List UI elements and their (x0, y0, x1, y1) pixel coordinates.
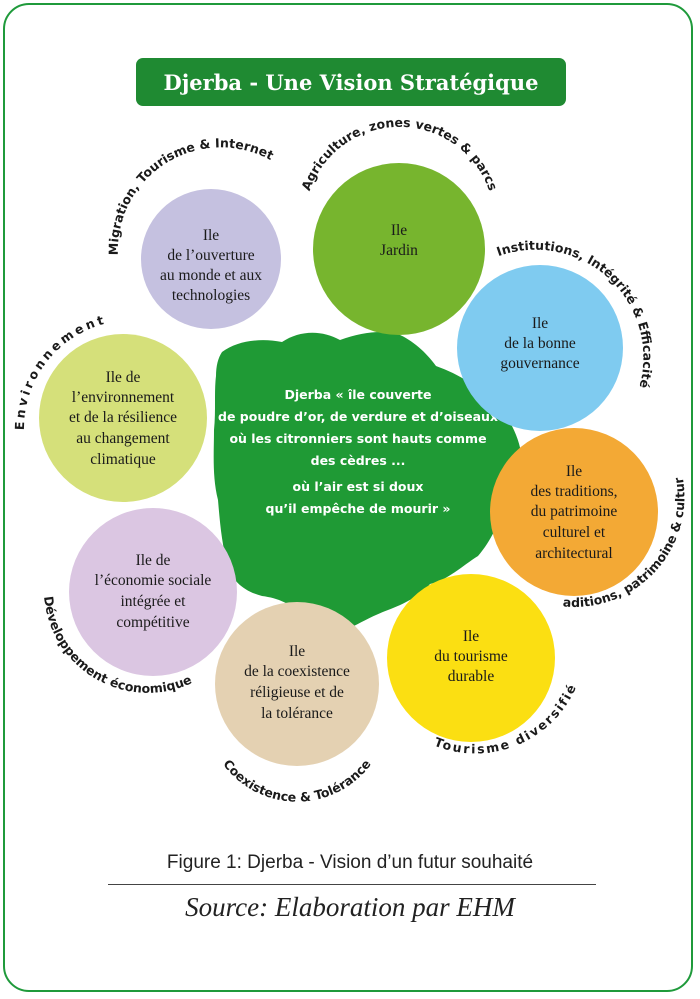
circle-environnement-text: climatique (90, 451, 156, 468)
diagram-title-text: Djerba - Une Vision Stratégique (163, 69, 539, 95)
circle-gouvernance-text: de la bonne (504, 335, 576, 352)
circle-economie-text: intégrée et (121, 593, 187, 610)
circle-tourisme: Ile du tourisme durable Tourisme diversi… (387, 574, 578, 757)
circle-traditions-disc (490, 428, 658, 596)
circle-coexistence-disc (215, 602, 379, 766)
circle-tourisme-text: du tourisme (434, 648, 508, 665)
circle-ouverture: Ile de l’ouverture au monde et aux techn… (106, 135, 281, 329)
circle-environnement-text: au changement (76, 430, 170, 447)
island-shape (213, 332, 522, 628)
page-frame (3, 3, 693, 992)
circle-environnement-text: l’environnement (72, 389, 175, 406)
circle-traditions-text: du patrimoine (531, 503, 618, 520)
circle-gouvernance-text: gouvernance (500, 355, 579, 372)
circle-jardin-text: Jardin (380, 242, 418, 259)
circle-traditions-text: culturel et (543, 524, 606, 541)
center-quote-line: de poudre d’or, de verdure et d’oiseaux (218, 409, 498, 424)
circle-gouvernance-disc (457, 265, 623, 431)
diagram-title: Djerba - Une Vision Stratégique (136, 58, 566, 106)
circle-tourisme-disc (387, 574, 555, 742)
circle-economie-text: compétitive (116, 614, 189, 631)
circle-coexistence-text: réligieuse et de (250, 684, 344, 701)
circle-gouvernance-text: Ile (532, 315, 548, 332)
center-quote: Djerba « île couverte de poudre d’or, de… (218, 387, 498, 516)
circle-ouverture-text: au monde et aux (160, 267, 262, 284)
circle-environnement-text: Ile de (106, 369, 141, 386)
circle-jardin-text: Ile (391, 222, 407, 239)
center-quote-line: des cèdres ... (311, 453, 406, 468)
center-quote-line: où les citronniers sont hauts comme (229, 431, 486, 446)
circle-coexistence-text: de la coexistence (244, 663, 350, 680)
circle-economie-text: l’économie sociale (95, 572, 212, 589)
circle-traditions-text: des traditions, (531, 483, 618, 500)
circle-ouverture-text: de l’ouverture (167, 247, 254, 264)
circle-tourisme-text: Ile (463, 628, 479, 645)
circle-gouvernance: Ile de la bonne gouvernance Institutions… (457, 238, 655, 431)
figure-caption: Figure 1: Djerba - Vision d’un futur sou… (166, 852, 534, 873)
circle-tourisme-text: durable (448, 668, 495, 685)
circle-jardin: Ile Jardin Agriculture, zones vertes & p… (298, 115, 501, 335)
circle-ouverture-text: technologies (172, 287, 250, 304)
circle-environnement-disc (39, 334, 207, 502)
circle-coexistence-text: Ile (289, 643, 305, 660)
circle-coexistence: Ile de la coexistence réligieuse et de l… (215, 602, 379, 805)
circle-economie-text: Ile de (136, 552, 171, 569)
figure-source: Source: Elaboration par EHM (185, 892, 515, 922)
circle-traditions-text: Ile (566, 463, 582, 480)
circle-environnement-text: et de la résilience (69, 409, 177, 426)
circle-jardin-disc (313, 163, 485, 335)
caption-divider (108, 884, 596, 885)
circle-coexistence-text: la tolérance (261, 705, 333, 722)
circle-traditions-text: architectural (535, 545, 612, 562)
circle-ouverture-disc (141, 189, 281, 329)
center-quote-line: qu’il empêche de mourir » (266, 501, 451, 516)
center-quote-line: où l’air est si doux (293, 479, 424, 494)
center-quote-line: Djerba « île couverte (284, 387, 431, 402)
circle-economie: Ile de l’économie sociale intégrée et co… (41, 508, 237, 696)
circle-economie-disc (69, 508, 237, 676)
circle-environnement: Ile de l’environnement et de la résilien… (12, 312, 207, 502)
circle-ouverture-text: Ile (203, 227, 219, 244)
